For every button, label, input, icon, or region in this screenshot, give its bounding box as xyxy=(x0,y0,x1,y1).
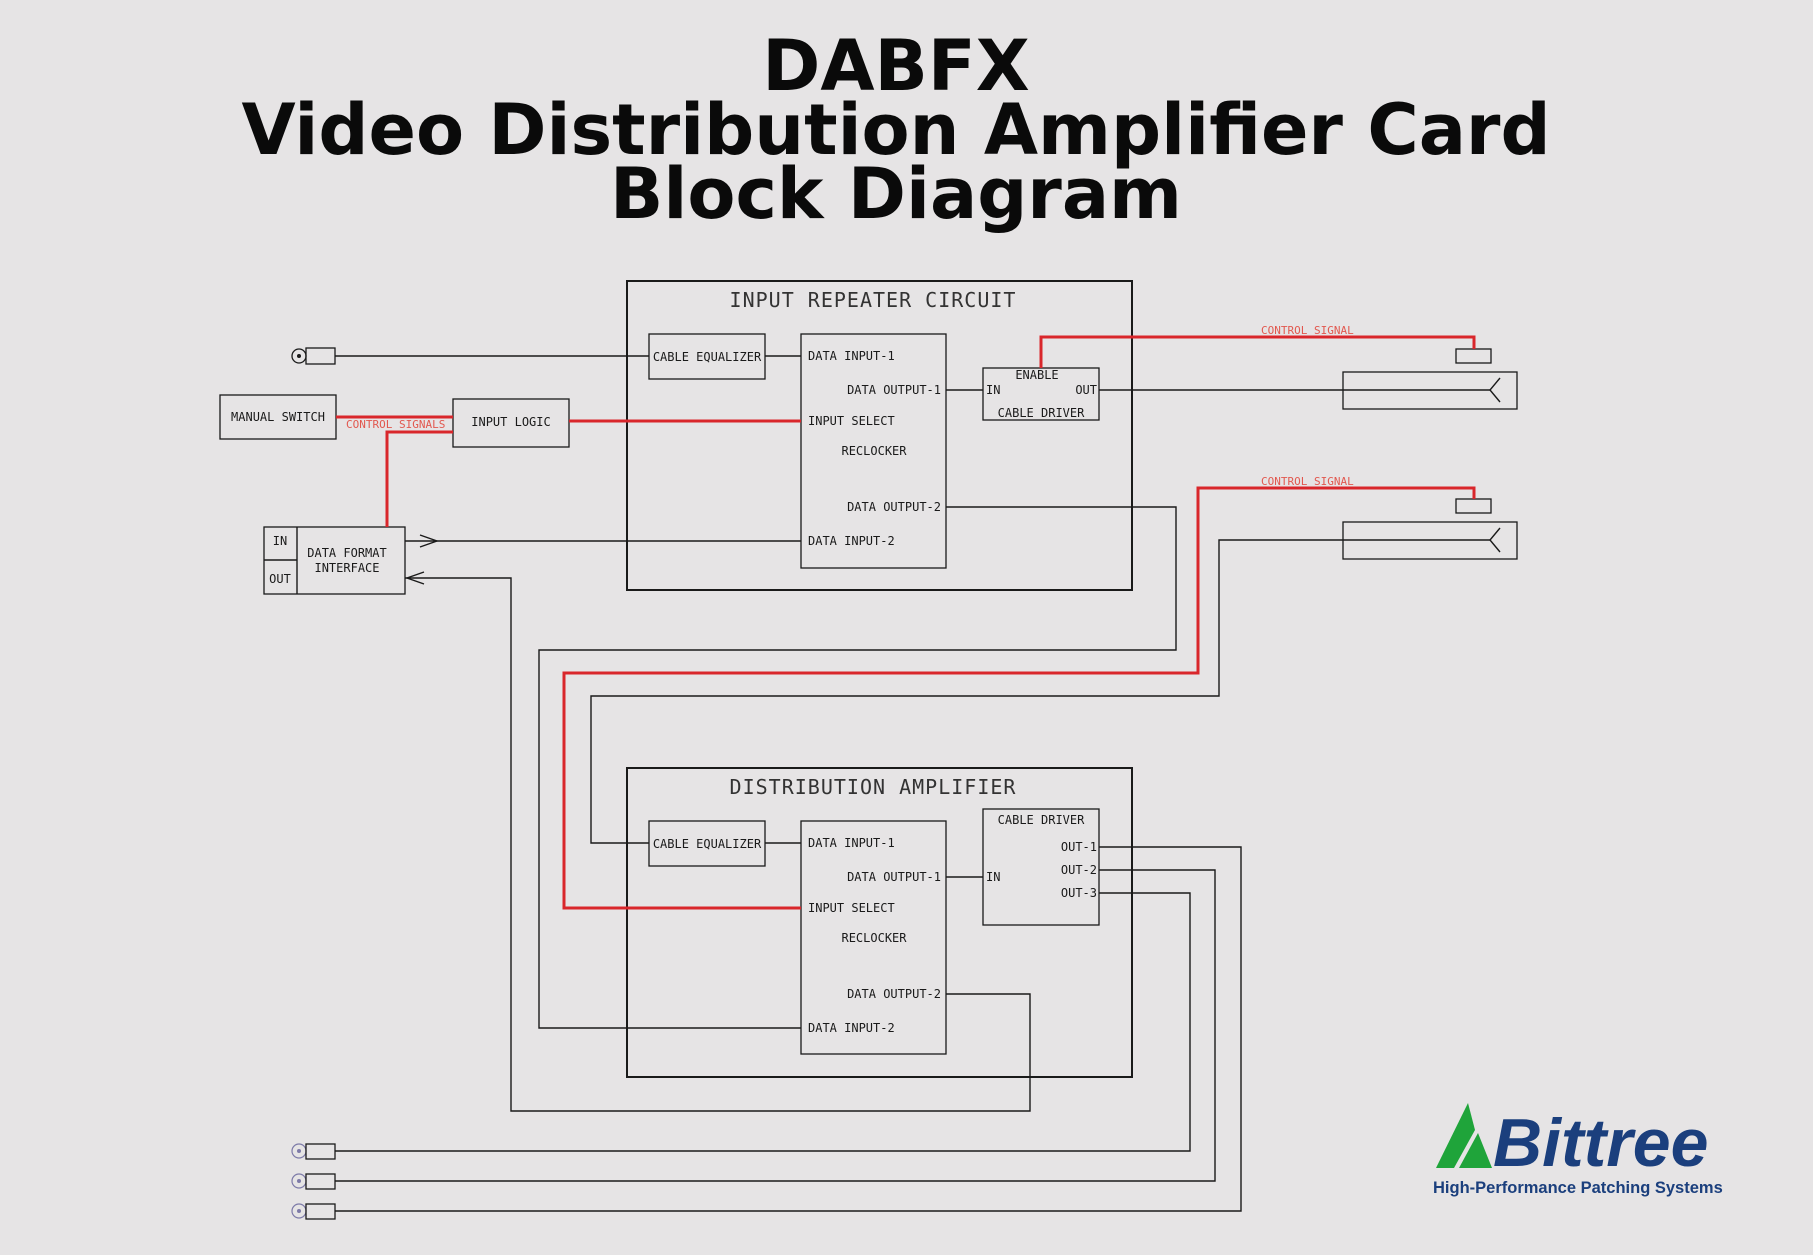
control-lines xyxy=(336,335,1476,910)
output-bnc-1 xyxy=(291,1143,336,1160)
input-cd-out: OUT xyxy=(1075,383,1097,397)
dfi-out: OUT xyxy=(269,572,291,586)
da-data-input-2: DATA INPUT-2 xyxy=(808,1021,895,1035)
input-data-input-1: DATA INPUT-1 xyxy=(808,349,895,363)
wire-out-2 xyxy=(335,869,1216,1182)
wire-out-1 xyxy=(335,846,1242,1212)
input-bnc-connector xyxy=(291,347,336,365)
input-data-output-2: DATA OUTPUT-2 xyxy=(847,500,941,514)
control-dfi-to-logic xyxy=(385,430,453,527)
output-bnc-2 xyxy=(291,1173,336,1190)
da-cd-name: CABLE DRIVER xyxy=(998,813,1085,827)
da-reclocker-label: RECLOCKER xyxy=(841,931,907,945)
input-cd-enable: ENABLE xyxy=(1015,368,1058,382)
patch-jack-1-contact xyxy=(1489,377,1501,403)
output-bnc-2-body xyxy=(305,1173,336,1190)
patch-jack-2 xyxy=(1342,498,1518,560)
input-logic-label: INPUT LOGIC xyxy=(471,415,550,429)
wire-output-2-to-da-input-2 xyxy=(538,506,1177,1029)
logo-brand: Bittree xyxy=(1493,1105,1708,1181)
input-reclocker-box xyxy=(800,333,947,569)
patch-jack-1-switch xyxy=(1455,348,1492,364)
da-input-select: INPUT SELECT xyxy=(808,901,895,915)
title-line-2: Video Distribution Amplifier Card xyxy=(241,89,1550,171)
input-data-output-1: DATA OUTPUT-1 xyxy=(847,383,941,397)
output-bnc-2-pin xyxy=(297,1179,301,1183)
control-signals-label: CONTROL SIGNALS xyxy=(346,418,445,431)
patch-jack-2-switch xyxy=(1455,498,1492,514)
dfi-in: IN xyxy=(273,534,287,548)
input-bnc-pin xyxy=(297,354,301,358)
manual-switch-label: MANUAL SWITCH xyxy=(231,410,325,424)
da-data-output-1: DATA OUTPUT-1 xyxy=(847,870,941,884)
distribution-amplifier-box xyxy=(626,767,1133,1078)
bittree-logo: Bittree High-Performance Patching System… xyxy=(1433,1103,1723,1197)
da-data-input-1: DATA INPUT-1 xyxy=(808,836,895,850)
arrow-into-dfi xyxy=(404,571,425,585)
title-line-1: DABFX xyxy=(762,25,1029,107)
wire-out-3 xyxy=(335,892,1191,1152)
distribution-amplifier-title: DISTRIBUTION AMPLIFIER xyxy=(730,775,1017,799)
input-cable-equalizer-label: CABLE EQUALIZER xyxy=(653,350,762,364)
output-bnc-1-body xyxy=(305,1143,336,1160)
dfi-name-1: DATA FORMAT xyxy=(307,546,386,560)
data-format-interface: IN OUT DATA FORMAT INTERFACE xyxy=(263,526,406,595)
output-bnc-1-pin xyxy=(297,1149,301,1153)
output-bnc-3-pin xyxy=(297,1209,301,1213)
da-reclocker-box xyxy=(800,820,947,1055)
da-cd-out-2: OUT-2 xyxy=(1061,863,1097,877)
input-bnc-body xyxy=(305,347,336,365)
input-reclocker-label: RECLOCKER xyxy=(841,444,907,458)
logo-peak-icon xyxy=(1436,1103,1475,1168)
dfi-name-2: INTERFACE xyxy=(314,561,379,575)
da-cd-out-1: OUT-1 xyxy=(1061,840,1097,854)
control-signal-label-2: CONTROL SIGNAL xyxy=(1261,475,1354,488)
logo-tagline: High-Performance Patching Systems xyxy=(1433,1179,1723,1197)
input-logic-box xyxy=(452,398,570,448)
control-signal-label-1: CONTROL SIGNAL xyxy=(1261,324,1354,337)
patch-jack-1 xyxy=(1342,348,1518,410)
input-cd-in: IN xyxy=(986,383,1000,397)
control-jack-1-enable xyxy=(1039,335,1476,368)
arrow-into-repeater xyxy=(419,534,440,548)
da-cd-out-3: OUT-3 xyxy=(1061,886,1097,900)
da-cable-driver xyxy=(982,808,1100,926)
input-repeater-circuit: INPUT REPEATER CIRCUIT CABLE EQUALIZER D… xyxy=(626,280,1133,591)
patch-jack-2-contact xyxy=(1489,527,1501,553)
logo-peak-small-icon xyxy=(1459,1133,1492,1168)
input-repeater-box xyxy=(626,280,1133,591)
input-input-select: INPUT SELECT xyxy=(808,414,895,428)
distribution-amplifier: DISTRIBUTION AMPLIFIER CABLE EQUALIZER D… xyxy=(626,767,1133,1078)
input-data-input-2: DATA INPUT-2 xyxy=(808,534,895,548)
input-cd-name: CABLE DRIVER xyxy=(998,406,1085,420)
da-data-output-2: DATA OUTPUT-2 xyxy=(847,987,941,1001)
output-bnc-3 xyxy=(291,1203,336,1220)
control-jack-2-to-da-select xyxy=(562,486,1476,910)
wire-jack-2-to-da-equalizer xyxy=(590,539,1490,844)
da-cd-in: IN xyxy=(986,870,1000,884)
wire-da-output-2-to-dfi xyxy=(405,577,1031,1112)
input-repeater-title: INPUT REPEATER CIRCUIT xyxy=(730,288,1017,312)
signal-wires xyxy=(335,355,1490,1212)
output-bnc-3-body xyxy=(305,1203,336,1220)
title-line-3: Block Diagram xyxy=(610,153,1182,235)
da-cable-equalizer-label: CABLE EQUALIZER xyxy=(653,837,762,851)
